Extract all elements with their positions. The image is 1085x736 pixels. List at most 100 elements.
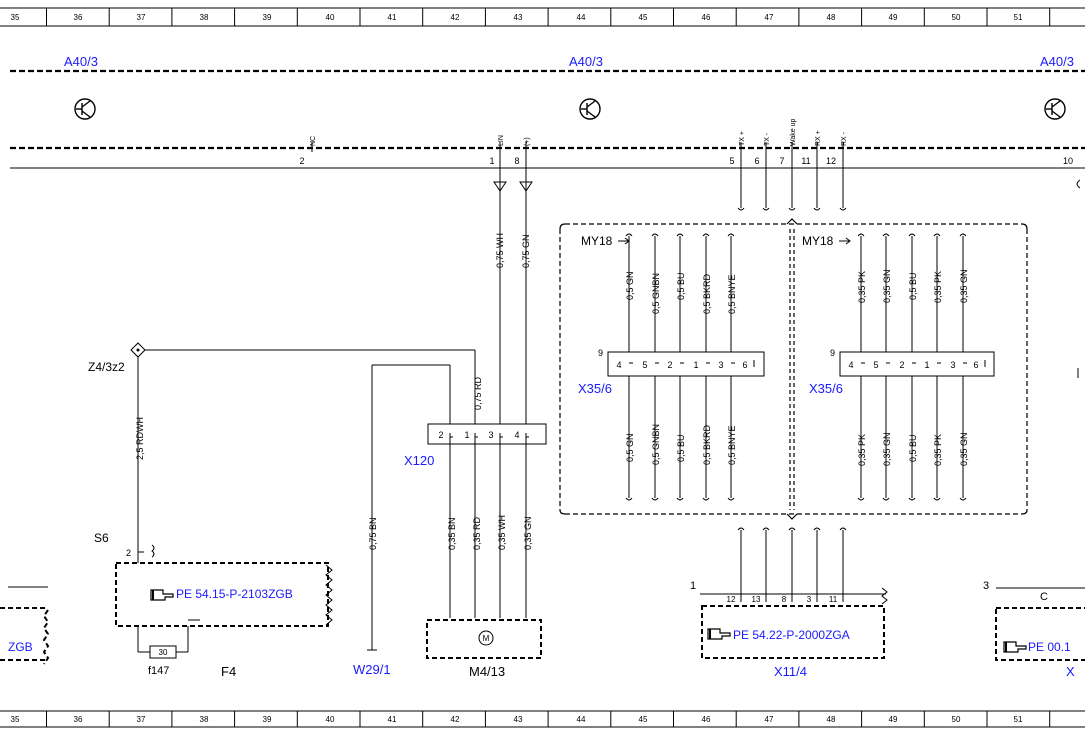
wire-label: 0,5 GNBN [651, 273, 661, 314]
wire-label: 0,35 GN [523, 516, 533, 550]
my18-feed-wires [737, 152, 847, 211]
x35-connector: 9 4 5 2 1 3 6 X35/6 [809, 348, 995, 396]
s6-label: S6 [94, 531, 109, 545]
right-letter: C [1040, 591, 1048, 603]
pin-name: Wake up [790, 119, 797, 146]
pin-number: 3 [718, 360, 723, 370]
right-label[interactable]: X [1066, 664, 1075, 679]
bottom-ruler [0, 710, 1085, 728]
my18-right: MY18 0,35 PK 0,35 GN 0,5 BU 0,35 PK 0,35… [802, 233, 995, 501]
connector-body [427, 423, 547, 445]
my18-left: MY18 0,5 GN 0,5 GNBN 0,5 BU 0,5 BKRD 0,5… [578, 233, 765, 501]
wire-label: 0,35 GN [959, 269, 969, 303]
pin-number: 5 [873, 360, 878, 370]
x120-label[interactable]: X120 [404, 453, 434, 468]
pin-number: 1 [693, 360, 698, 370]
w29-label[interactable]: W29/1 [353, 662, 391, 677]
x11-label[interactable]: X11/4 [774, 664, 807, 679]
w29-wire [367, 364, 451, 651]
pin-number: 2 [667, 360, 672, 370]
wire-label: 0,5 BNYE [727, 425, 737, 465]
x11-box [701, 605, 885, 659]
pin-number: 4 [848, 360, 853, 370]
pin-number: 8 [782, 595, 787, 604]
pointer-hand-icon [707, 628, 731, 640]
wire-label: 0,5 BKRD [702, 273, 712, 314]
x11-feed-wires [737, 527, 847, 602]
module-label[interactable]: A40/3 [64, 54, 98, 69]
pin-number: 2 [899, 360, 904, 370]
connector-pins [449, 433, 529, 444]
column-label: 47 [765, 715, 774, 724]
column-label: 41 [388, 13, 397, 22]
wire-label: 0,5 BU [676, 434, 686, 462]
pin-name: TX + [739, 131, 746, 146]
pin-number: 1 [489, 156, 494, 166]
pin-number: 3 [488, 430, 493, 440]
column-label: 36 [74, 715, 83, 724]
my18-label: MY18 [802, 234, 834, 248]
wire-label: 0,35 GN [882, 269, 892, 303]
right-number: 3 [983, 580, 989, 592]
connector-body [607, 351, 765, 377]
pin-number: 1 [924, 360, 929, 370]
pin-number: 4 [514, 430, 519, 440]
x35-connector: 9 4 5 2 1 3 6 X35/6 [578, 348, 765, 396]
break-mark [325, 564, 333, 626]
wire-label: 0,75 GN [521, 234, 531, 268]
partial-box [0, 607, 50, 665]
wire-label: 2,5 RDWH [135, 417, 145, 460]
module-a40-3: A40/3 A40/3 A40/3 NC LIN [10, 54, 1085, 169]
z4-label: Z4/3z2 [88, 360, 125, 374]
transistor-icon [74, 98, 96, 120]
rd-feed-wire [137, 349, 476, 548]
column-label: 46 [702, 715, 711, 724]
pointer-hand-icon [150, 589, 174, 601]
f4-ref-link[interactable]: PE 54.15-P-2103ZGB [176, 587, 293, 601]
fuse-label: f147 [148, 665, 169, 677]
pin-name: RX + [815, 130, 822, 146]
column-label: 37 [137, 13, 146, 22]
wire-label: 0,35 PK [857, 271, 867, 303]
module-pin-names: NC LIN (+) TX + TX - Wake up RX + RX - [310, 119, 848, 146]
motor-icon [478, 630, 494, 646]
x11-ref-link[interactable]: PE 54.22-P-2000ZGA [733, 628, 850, 642]
pin-number: 3 [950, 360, 955, 370]
column-label: 41 [388, 715, 397, 724]
pin-number: 2 [299, 156, 304, 166]
pin-name: (+) [524, 137, 531, 146]
pin-number: 13 [752, 595, 761, 604]
splice-dot [136, 348, 140, 352]
x35-label[interactable]: X35/6 [578, 381, 612, 396]
top-ruler-labels: 35 36 37 38 39 40 41 42 43 44 45 46 47 4… [11, 13, 1023, 22]
module-label[interactable]: A40/3 [569, 54, 603, 69]
column-label: 49 [889, 715, 898, 724]
switch-icon [137, 544, 155, 565]
column-label: 48 [827, 715, 836, 724]
x120-connector: 2 1 3 4 X120 [404, 423, 547, 468]
right-partial-block: 3 C PE 00.1 X [983, 580, 1085, 679]
pin-number: 12 [826, 156, 836, 166]
module-label[interactable]: A40/3 [1040, 54, 1074, 69]
f4-label: F4 [221, 664, 236, 679]
right-edge-marks [1076, 179, 1081, 378]
x35-label[interactable]: X35/6 [809, 381, 843, 396]
right-ref-link[interactable]: PE 00.1 [1028, 640, 1071, 654]
left-ref-link[interactable]: ZGB [8, 640, 33, 654]
z4-splice: Z4/3z2 [88, 342, 146, 374]
wire-label: 0,35 GN [882, 432, 892, 466]
wire-label: 0,5 GN [625, 433, 635, 462]
column-label: 35 [11, 13, 20, 22]
top-ruler [0, 7, 1085, 27]
pin-number: 12 [727, 595, 736, 604]
wire-label: 0,5 GN [625, 271, 635, 300]
wire-label: 0,35 GN [959, 432, 969, 466]
wire-label: 0,35 BN [447, 517, 457, 550]
pin-number: 9 [830, 348, 835, 358]
column-label: 39 [263, 715, 272, 724]
wire-label: 0,5 BKRD [702, 424, 712, 465]
wire-label: 0,5 BU [908, 272, 918, 300]
arrow-icon [618, 237, 630, 245]
motor-symbol: M [483, 634, 490, 643]
pin-number: 11 [829, 595, 838, 604]
